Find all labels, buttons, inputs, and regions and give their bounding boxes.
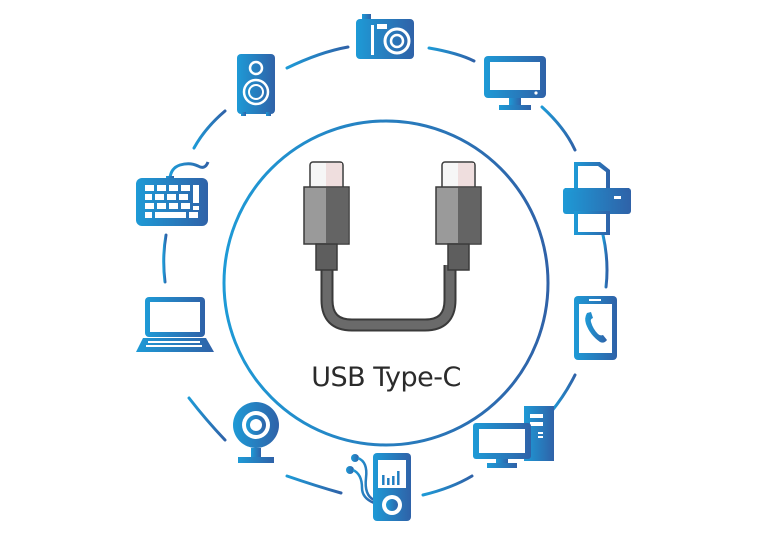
center-label: USB Type-C xyxy=(311,362,461,393)
speaker-icon xyxy=(237,54,275,116)
laptop-icon xyxy=(136,297,214,352)
smartphone-icon xyxy=(574,296,617,360)
camera-icon xyxy=(356,14,414,59)
desktop-computer-icon xyxy=(473,406,554,468)
outer-dashed-ring xyxy=(162,45,609,497)
webcam-icon xyxy=(233,402,279,463)
keyboard-icon xyxy=(136,161,210,226)
music-player-icon xyxy=(346,453,411,521)
monitor-icon xyxy=(484,56,546,110)
inner-ring xyxy=(222,119,550,447)
printer-icon xyxy=(563,162,631,235)
usb-type-c-cable-icon xyxy=(303,161,482,332)
